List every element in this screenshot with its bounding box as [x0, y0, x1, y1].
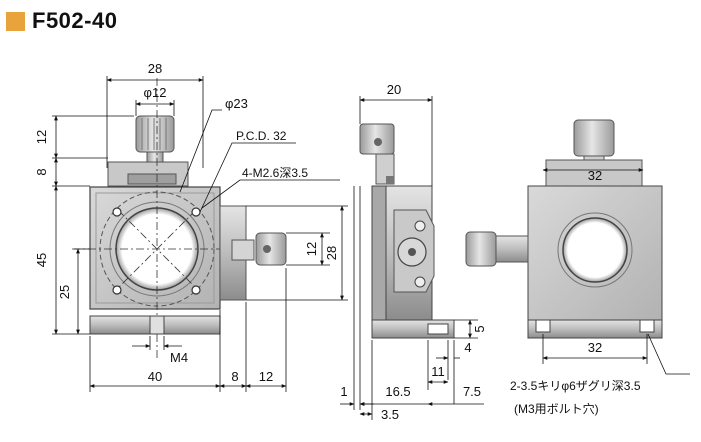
dim-pcd: P.C.D. 32 [236, 129, 287, 143]
dim-height-knob: 12 [34, 130, 49, 144]
dim-5: 5 [472, 325, 487, 332]
side-dimensions [340, 96, 484, 420]
front-dimensions [52, 76, 348, 392]
rear-dimensions [542, 168, 690, 375]
dim-tap-holes: 4-M2.6深3.5 [242, 166, 308, 180]
side-view [359, 123, 455, 339]
page-title: F502-40 [32, 8, 118, 33]
rear-side-knob [465, 231, 497, 267]
rear-knob [573, 119, 615, 157]
dim-bore-dia: φ23 [225, 96, 248, 111]
dim-4: 4 [464, 340, 471, 355]
dim-side-28: 28 [324, 246, 339, 260]
dim-thread-m4: M4 [170, 350, 188, 365]
dim-side-12: 12 [304, 242, 319, 256]
bolt-note: (M3用ボルト穴) [514, 401, 599, 416]
dim-height-neck: 8 [34, 168, 49, 175]
dim-width-8: 8 [231, 369, 238, 384]
dim-11: 11 [431, 364, 445, 379]
dim-height-center: 25 [57, 285, 72, 299]
dim-rear-bottom-32: 32 [588, 340, 602, 355]
front-view [72, 78, 287, 358]
rear-base [527, 319, 663, 339]
dim-height-body: 45 [34, 253, 49, 267]
dim-1: 1 [340, 384, 347, 399]
counterbore-note: 2-3.5キリφ6ザグリ深3.5 [510, 379, 641, 393]
dim-rear-top-32: 32 [588, 168, 602, 183]
rear-bracket [545, 159, 643, 187]
dim-16-5: 16.5 [385, 384, 410, 399]
rear-view [465, 119, 663, 339]
dim-width-20: 20 [387, 82, 401, 97]
tap-holes [112, 207, 201, 295]
dim-knob-dia: φ12 [144, 85, 167, 100]
dim-width-40: 40 [148, 369, 162, 384]
dim-3-5: 3.5 [381, 407, 399, 422]
rear-bore [562, 217, 628, 283]
title-bar: F502-40 [6, 8, 117, 34]
dim-28-top: 28 [148, 61, 162, 76]
dim-7-5: 7.5 [463, 384, 481, 399]
dim-width-12: 12 [259, 369, 273, 384]
title-marker [6, 11, 25, 31]
